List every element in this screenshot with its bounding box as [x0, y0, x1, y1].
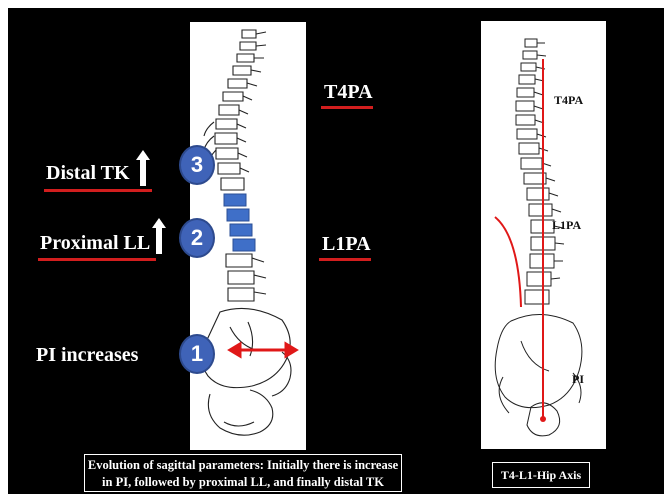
highlight-vertebra	[227, 209, 249, 221]
pi-increases-label: PI increases	[36, 345, 138, 365]
proximal-ll-underline	[38, 258, 156, 261]
up-arrow-icon	[152, 218, 166, 250]
right-caption: T4-L1-Hip Axis	[492, 462, 590, 488]
up-arrow-icon	[136, 150, 150, 182]
l1pa-label-right: L1PA	[552, 218, 581, 233]
distal-tk-underline	[44, 189, 152, 192]
t4pa-label-left: T4PA	[324, 82, 373, 102]
left-caption-line2: in PI, followed by proximal LL, and fina…	[85, 474, 401, 491]
proximal-ll-label: Proximal LL	[40, 233, 150, 253]
highlight-vertebra	[230, 224, 252, 236]
left-caption-line1: Evolution of sagittal parameters: Initia…	[85, 457, 401, 474]
t4pa-underline	[321, 106, 373, 109]
lordosis-arc	[495, 217, 521, 307]
highlight-vertebra	[233, 239, 255, 251]
step-badge-1: 1	[179, 334, 215, 374]
slide: T4PA L1PA Distal TK Proximal LL PI incre…	[8, 8, 664, 494]
t4pa-label-right: T4PA	[554, 93, 583, 108]
left-caption: Evolution of sagittal parameters: Initia…	[84, 454, 402, 492]
l1pa-underline	[319, 258, 371, 261]
distal-tk-label: Distal TK	[46, 163, 130, 183]
l1pa-label-left: L1PA	[322, 234, 371, 254]
pi-label-right: PI	[572, 372, 584, 387]
highlight-vertebra	[224, 194, 246, 206]
step-badge-2: 2	[179, 218, 215, 258]
right-spine-illustration	[481, 21, 606, 449]
right-spine-panel	[481, 21, 606, 449]
step-badge-3: 3	[179, 145, 215, 185]
